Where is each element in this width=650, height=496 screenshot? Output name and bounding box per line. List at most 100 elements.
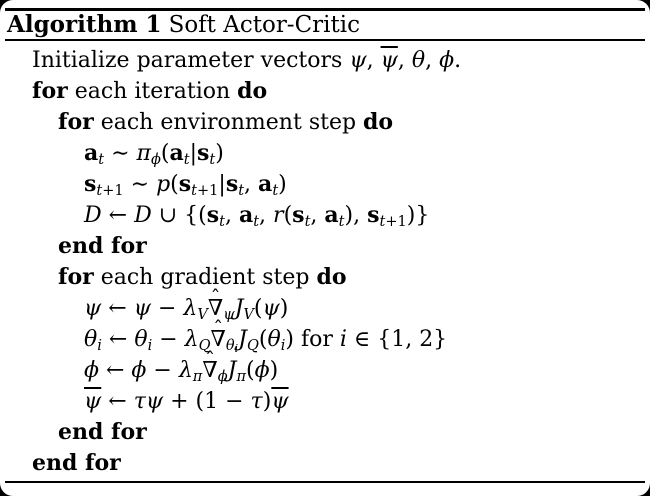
math-token: for bbox=[32, 78, 68, 104]
math-token: )} bbox=[406, 203, 430, 228]
math-token: ψ bbox=[223, 307, 235, 324]
math-token: ( bbox=[246, 358, 255, 383]
math-token: | bbox=[218, 172, 226, 197]
math-token: ← bbox=[99, 358, 132, 383]
math-token: ψ bbox=[380, 48, 398, 73]
math-token: ( bbox=[258, 327, 268, 352]
math-token: , bbox=[244, 172, 259, 197]
bottom-rule bbox=[5, 481, 645, 483]
math-token: − bbox=[150, 296, 184, 321]
math-token: ψ bbox=[349, 48, 367, 73]
math-token: ψ bbox=[133, 296, 151, 321]
math-token: ψ bbox=[145, 389, 164, 414]
algorithm-line-5: st+1 ∼ p(st+1|st, at) bbox=[0, 169, 650, 200]
math-token: λ bbox=[178, 358, 193, 383]
algorithm-line-6: D ← D ∪ {(st, at, r(st, at), st+1)} bbox=[0, 200, 650, 231]
math-token: ψ bbox=[271, 389, 289, 414]
math-token: do bbox=[363, 109, 394, 135]
math-token: θ bbox=[84, 327, 98, 352]
math-token: i bbox=[147, 338, 153, 355]
math-token: , bbox=[224, 203, 239, 228]
math-token: , bbox=[366, 48, 381, 73]
math-token: each iteration bbox=[67, 79, 238, 104]
math-token: ( bbox=[253, 296, 263, 321]
math-token: ∪ {( bbox=[151, 203, 207, 228]
math-token: end for bbox=[32, 450, 121, 476]
math-token: D bbox=[134, 203, 152, 228]
math-token: ϕ bbox=[217, 369, 228, 386]
math-token: t bbox=[379, 214, 386, 231]
math-token: ) bbox=[215, 141, 224, 166]
math-token: do bbox=[237, 78, 268, 104]
math-token: τ bbox=[133, 389, 146, 414]
math-token: +1 bbox=[385, 214, 407, 231]
math-token: − bbox=[152, 327, 185, 352]
algorithm-line-3: for each environment step do bbox=[0, 107, 650, 138]
algorithm-line-11: ϕ ← ϕ − λπ∇ϕJπ(ϕ) bbox=[0, 355, 650, 386]
math-token: +1 bbox=[102, 183, 124, 200]
math-token: t bbox=[98, 152, 105, 169]
math-token: θ bbox=[225, 338, 235, 355]
math-token: θ bbox=[134, 327, 148, 352]
math-token: p bbox=[156, 172, 171, 197]
math-token: ∇ bbox=[202, 355, 217, 386]
math-token: ∼ bbox=[123, 172, 157, 197]
math-token: t bbox=[272, 183, 279, 200]
math-token: ← bbox=[101, 296, 134, 321]
math-token: t bbox=[253, 214, 260, 231]
algorithm-line-9: ψ ← ψ − λV∇ψJV(ψ) bbox=[0, 293, 650, 324]
math-token: +1 bbox=[196, 183, 219, 200]
math-token: ψ bbox=[84, 296, 102, 321]
top-rule bbox=[5, 8, 645, 11]
math-token: t bbox=[304, 214, 311, 231]
math-token: ) bbox=[262, 389, 272, 414]
math-token: . bbox=[454, 48, 462, 73]
math-token: ( bbox=[170, 172, 179, 197]
math-token: ← bbox=[101, 327, 135, 352]
math-token: ∼ bbox=[104, 141, 137, 166]
math-token: ϕ bbox=[439, 48, 455, 73]
algorithm-line-7: end for bbox=[0, 231, 650, 262]
math-token: − bbox=[146, 358, 179, 383]
math-token: ψ bbox=[84, 389, 102, 414]
math-token: Initialize parameter vectors bbox=[32, 48, 350, 73]
math-token: π bbox=[192, 369, 203, 386]
math-token: each gradient step bbox=[93, 265, 317, 290]
algorithm-body: Initialize parameter vectors ψ, ψ, θ, ϕ.… bbox=[0, 41, 650, 479]
math-token: a bbox=[258, 171, 273, 197]
math-token: t bbox=[183, 152, 190, 169]
math-token: i bbox=[97, 338, 102, 355]
math-token: t bbox=[209, 152, 216, 169]
algorithm-line-14: end for bbox=[0, 448, 650, 479]
math-token: λ bbox=[183, 296, 198, 321]
math-token: i bbox=[280, 338, 286, 355]
math-token: , bbox=[310, 203, 325, 228]
math-token: for bbox=[58, 264, 94, 290]
math-token: a bbox=[84, 140, 99, 166]
math-token: a bbox=[169, 140, 184, 166]
math-token: Q bbox=[247, 338, 259, 355]
math-token: , bbox=[397, 48, 412, 73]
math-token: λ bbox=[184, 327, 199, 352]
math-token: for bbox=[294, 327, 340, 352]
math-token: , bbox=[259, 203, 274, 228]
math-token: t bbox=[96, 183, 103, 200]
math-token: V bbox=[243, 307, 254, 324]
algorithm-line-10: θi ← θi − λQ∇θiJQ(θi) for i ∈ {1, 2} bbox=[0, 324, 650, 355]
math-token: ϕ bbox=[151, 152, 161, 169]
algorithm-label: Algorithm 1 bbox=[7, 11, 162, 38]
math-token: ϕ bbox=[254, 358, 270, 383]
math-token: ϕ bbox=[84, 358, 99, 383]
math-token: π bbox=[136, 141, 151, 166]
math-token: ← bbox=[101, 203, 135, 228]
math-token: do bbox=[316, 264, 347, 290]
math-token: end for bbox=[58, 419, 147, 445]
algorithm-line-12: ψ ← τψ + (1 − τ)ψ bbox=[0, 386, 650, 417]
algorithm-line-8: for each gradient step do bbox=[0, 262, 650, 293]
math-token: ψ bbox=[262, 296, 280, 321]
math-token: θ bbox=[267, 327, 281, 352]
math-token: ) bbox=[278, 172, 287, 197]
math-token: π bbox=[236, 369, 246, 386]
math-token: s bbox=[84, 171, 97, 197]
